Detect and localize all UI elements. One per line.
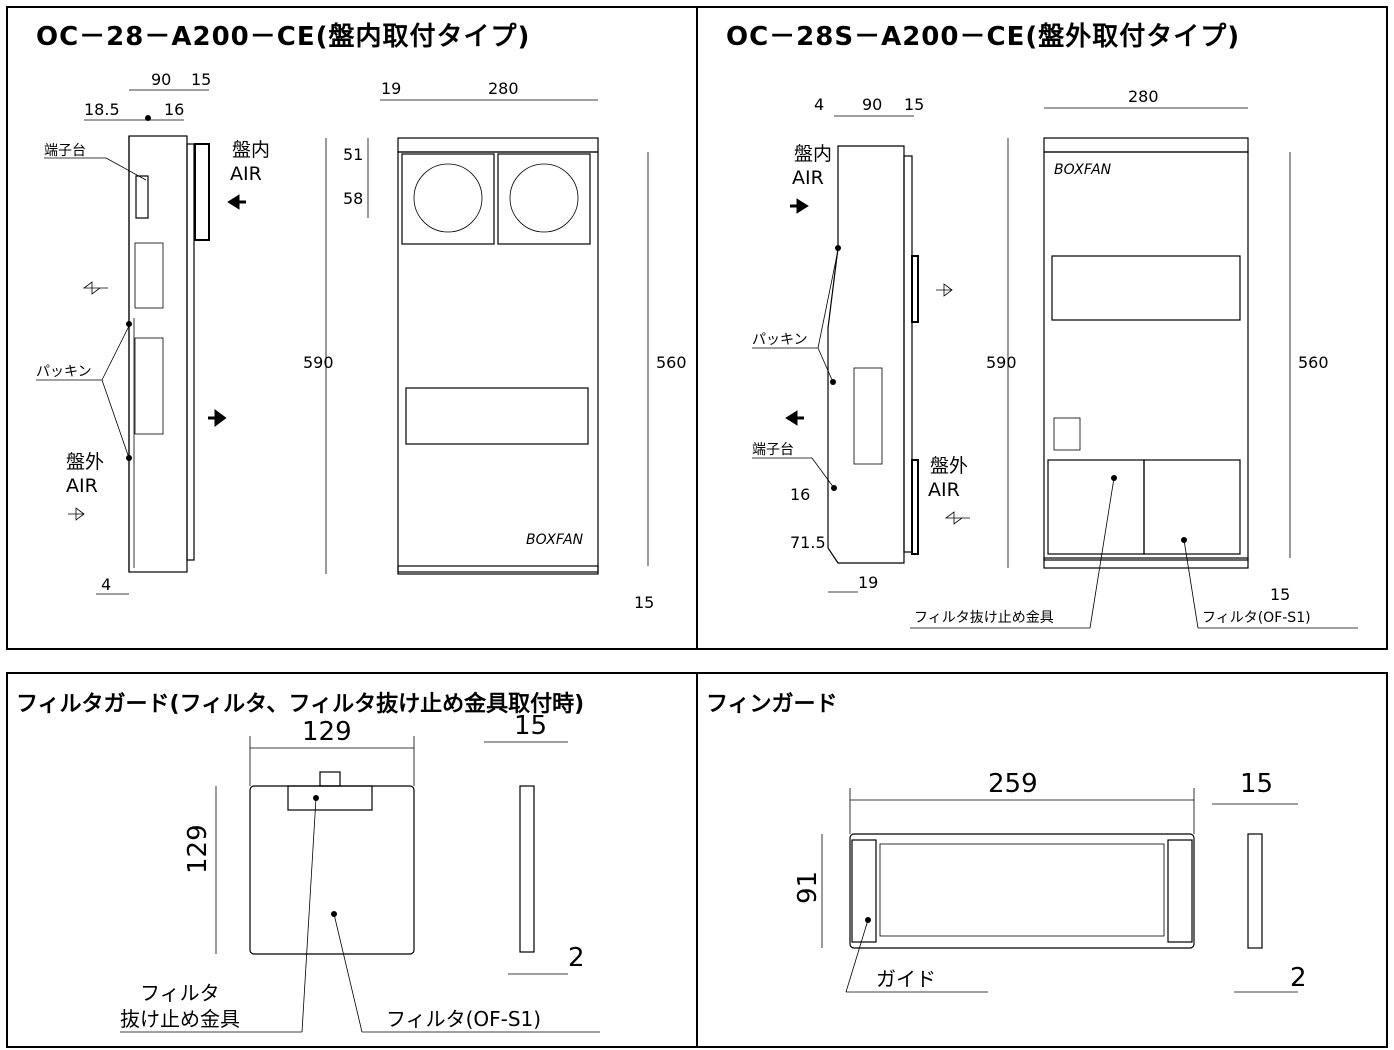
svg-text:4: 4 bbox=[814, 95, 824, 114]
svg-text:フィルタ抜け止め金具: フィルタ抜け止め金具 bbox=[914, 610, 1054, 626]
svg-text:590: 590 bbox=[986, 353, 1017, 372]
panel-indoor-type: OC－28－A200－CE(盤内取付タイプ) 90 15 18.5 16 4 端… bbox=[6, 6, 698, 650]
svg-text:4: 4 bbox=[101, 575, 111, 594]
svg-text:AIR: AIR bbox=[928, 479, 960, 501]
panel-fin-guard: フィンガード 259 91 15 2 ガイド bbox=[696, 672, 1388, 1048]
svg-text:AIR: AIR bbox=[792, 167, 824, 189]
svg-text:259: 259 bbox=[988, 769, 1038, 799]
svg-text:盤内: 盤内 bbox=[232, 139, 270, 161]
svg-text:15: 15 bbox=[1240, 769, 1273, 799]
drawing-indoor-type: 90 15 18.5 16 4 端子台 パッキン 盤内 AIR 盤外 AIR bbox=[36, 70, 687, 612]
svg-text:16: 16 bbox=[164, 100, 184, 119]
svg-text:フィルタ(OF-S1): フィルタ(OF-S1) bbox=[386, 1007, 541, 1031]
svg-text:端子台: 端子台 bbox=[752, 442, 794, 458]
svg-text:560: 560 bbox=[1298, 353, 1329, 372]
svg-text:15: 15 bbox=[191, 70, 211, 89]
svg-text:パッキン: パッキン bbox=[752, 332, 808, 348]
svg-text:AIR: AIR bbox=[66, 475, 98, 497]
svg-text:16: 16 bbox=[790, 485, 810, 504]
svg-text:フィルタ: フィルタ bbox=[140, 981, 220, 1005]
svg-text:ガイド: ガイド bbox=[876, 967, 936, 991]
svg-text:560: 560 bbox=[656, 353, 687, 372]
svg-text:51: 51 bbox=[343, 145, 363, 164]
svg-text:盤内: 盤内 bbox=[794, 143, 832, 165]
drawing-fin-guard: 259 91 15 2 ガイド bbox=[793, 769, 1307, 993]
svg-text:280: 280 bbox=[1128, 87, 1159, 106]
fin-guard-drawing bbox=[849, 833, 1195, 949]
side-view bbox=[126, 115, 210, 573]
svg-text:15: 15 bbox=[514, 711, 547, 741]
fin-guard-side bbox=[1247, 833, 1263, 949]
side-view bbox=[827, 145, 919, 564]
svg-text:90: 90 bbox=[862, 95, 882, 114]
svg-text:129: 129 bbox=[302, 717, 352, 747]
panel-outdoor-type: OC－28S－A200－CE(盤外取付タイプ) 4 90 15 盤内 AIR パ… bbox=[696, 6, 1388, 650]
svg-text:129: 129 bbox=[183, 824, 213, 874]
svg-text:19: 19 bbox=[381, 79, 401, 98]
drawing-outdoor-type: 4 90 15 盤内 AIR パッキン 端子台 盤外 AIR 16 71.5 1… bbox=[752, 87, 1358, 629]
front-view: BOXFAN bbox=[1043, 137, 1249, 569]
drawing-filter-guard: 129 129 15 2 フィルタ 抜け止め金具 フィルタ(OF-S1) bbox=[120, 711, 600, 1033]
svg-text:2: 2 bbox=[568, 943, 585, 973]
svg-text:BOXFAN: BOXFAN bbox=[1054, 162, 1112, 178]
panel-filter-guard: フィルタガード(フィルタ、フィルタ抜け止め金具取付時) 129 129 15 2… bbox=[6, 672, 698, 1048]
svg-text:15: 15 bbox=[1270, 585, 1290, 604]
filter-guard-side bbox=[519, 785, 535, 953]
panel-title: OC－28－A200－CE(盤内取付タイプ) bbox=[36, 22, 531, 52]
svg-text:抜け止め金具: 抜け止め金具 bbox=[120, 1007, 240, 1031]
svg-text:AIR: AIR bbox=[230, 163, 262, 185]
svg-text:盤外: 盤外 bbox=[930, 455, 968, 477]
svg-text:パッキン: パッキン bbox=[36, 364, 92, 380]
svg-text:15: 15 bbox=[904, 95, 924, 114]
svg-text:15: 15 bbox=[634, 593, 654, 612]
svg-text:18.5: 18.5 bbox=[84, 100, 120, 119]
svg-text:フィルタ(OF-S1): フィルタ(OF-S1) bbox=[1202, 610, 1311, 626]
panel-title: OC－28S－A200－CE(盤外取付タイプ) bbox=[726, 22, 1241, 52]
svg-text:端子台: 端子台 bbox=[44, 143, 86, 159]
filter-guard-drawing bbox=[249, 771, 415, 955]
svg-text:280: 280 bbox=[488, 79, 519, 98]
panel-title: フィンガード bbox=[706, 692, 838, 717]
svg-text:71.5: 71.5 bbox=[790, 533, 826, 552]
svg-text:2: 2 bbox=[1290, 963, 1307, 993]
svg-text:19: 19 bbox=[858, 573, 878, 592]
front-view: BOXFAN bbox=[397, 137, 599, 575]
svg-text:盤外: 盤外 bbox=[66, 451, 104, 473]
svg-text:58: 58 bbox=[343, 189, 363, 208]
svg-text:590: 590 bbox=[303, 353, 334, 372]
svg-text:90: 90 bbox=[151, 70, 171, 89]
svg-text:91: 91 bbox=[793, 871, 823, 904]
panel-title: フィルタガード(フィルタ、フィルタ抜け止め金具取付時) bbox=[16, 692, 585, 717]
svg-text:BOXFAN: BOXFAN bbox=[526, 532, 584, 548]
